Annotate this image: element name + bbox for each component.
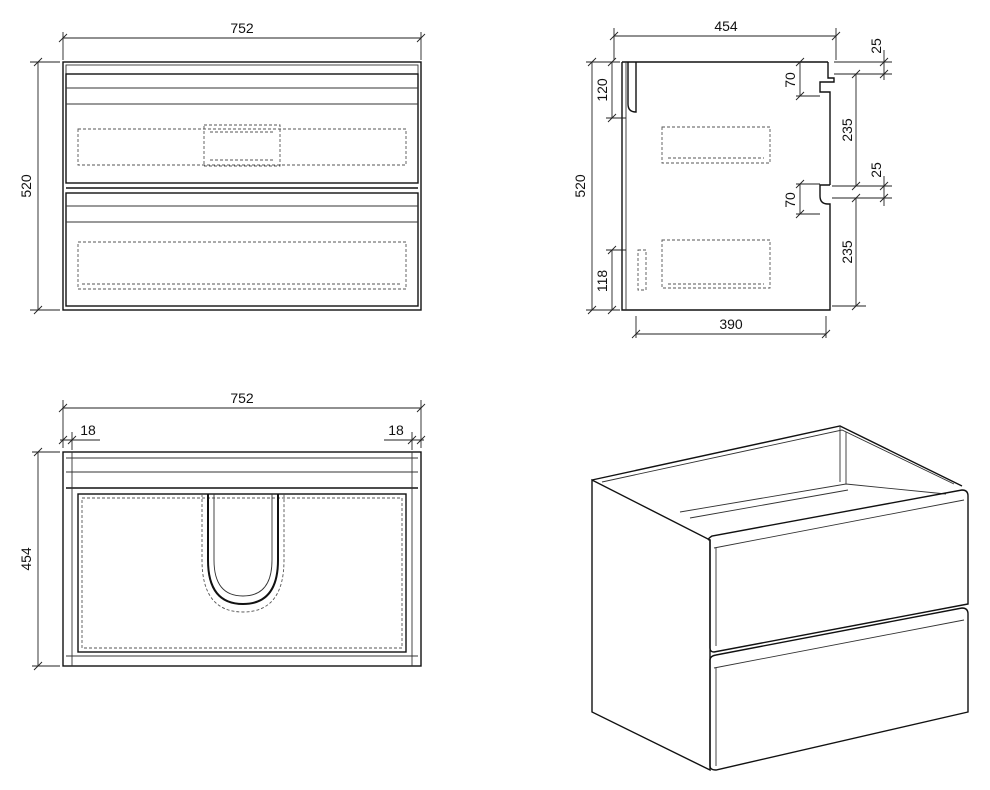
front-height-label: 520	[18, 174, 34, 198]
top-view: 752 18 18 454	[18, 390, 426, 671]
side-upper-drawer-front	[819, 62, 835, 185]
side-upper-drawer-box	[661, 126, 771, 164]
side-lower-drawer-box	[661, 239, 771, 289]
front-upper-drawer	[65, 73, 419, 184]
side-top-offset-label: 120	[594, 78, 610, 102]
side-rear-notch	[627, 62, 637, 113]
isometric-view	[591, 425, 969, 772]
side-panel-outline	[621, 62, 831, 311]
side-depth-label: 454	[714, 18, 738, 34]
front-width-label: 752	[230, 20, 254, 36]
front-upper-siphon-cutout	[203, 124, 281, 167]
front-top-lip	[65, 64, 419, 75]
iso-left-side-panel	[591, 478, 711, 772]
iso-upper-drawer	[707, 489, 969, 653]
front-view: 752 520	[18, 20, 426, 315]
side-height-label: 520	[572, 174, 588, 198]
side-upper-drawer-label: 235	[839, 118, 855, 142]
front-cabinet-outline	[62, 61, 422, 311]
side-inner-depth-label: 390	[719, 316, 743, 332]
side-lower-drawer-front	[819, 184, 831, 306]
top-right-panel-label: 18	[388, 422, 404, 438]
side-handle-upper-label: 70	[782, 72, 798, 88]
side-bottom-offset-label: 118	[594, 270, 610, 293]
top-drawer-box	[77, 493, 407, 653]
side-rear-rail	[637, 249, 647, 291]
side-gap-mid-label: 25	[868, 162, 884, 178]
iso-top-rim	[591, 425, 963, 487]
side-lower-drawer-label: 235	[839, 240, 855, 264]
top-width-label: 752	[230, 390, 254, 406]
side-handle-lower-label: 70	[782, 192, 798, 208]
top-cabinet-outline	[62, 451, 422, 667]
top-left-panel-label: 18	[80, 422, 96, 438]
front-upper-drawer-box	[77, 128, 407, 166]
side-gap-top-label: 25	[868, 38, 884, 54]
front-lower-drawer-box	[77, 241, 407, 290]
top-depth-label: 454	[18, 547, 34, 571]
front-lower-drawer	[65, 192, 419, 307]
iso-lower-drawer	[709, 607, 969, 771]
top-siphon-cutout	[207, 494, 279, 606]
side-view: 454 520 120 118 390	[572, 18, 892, 339]
